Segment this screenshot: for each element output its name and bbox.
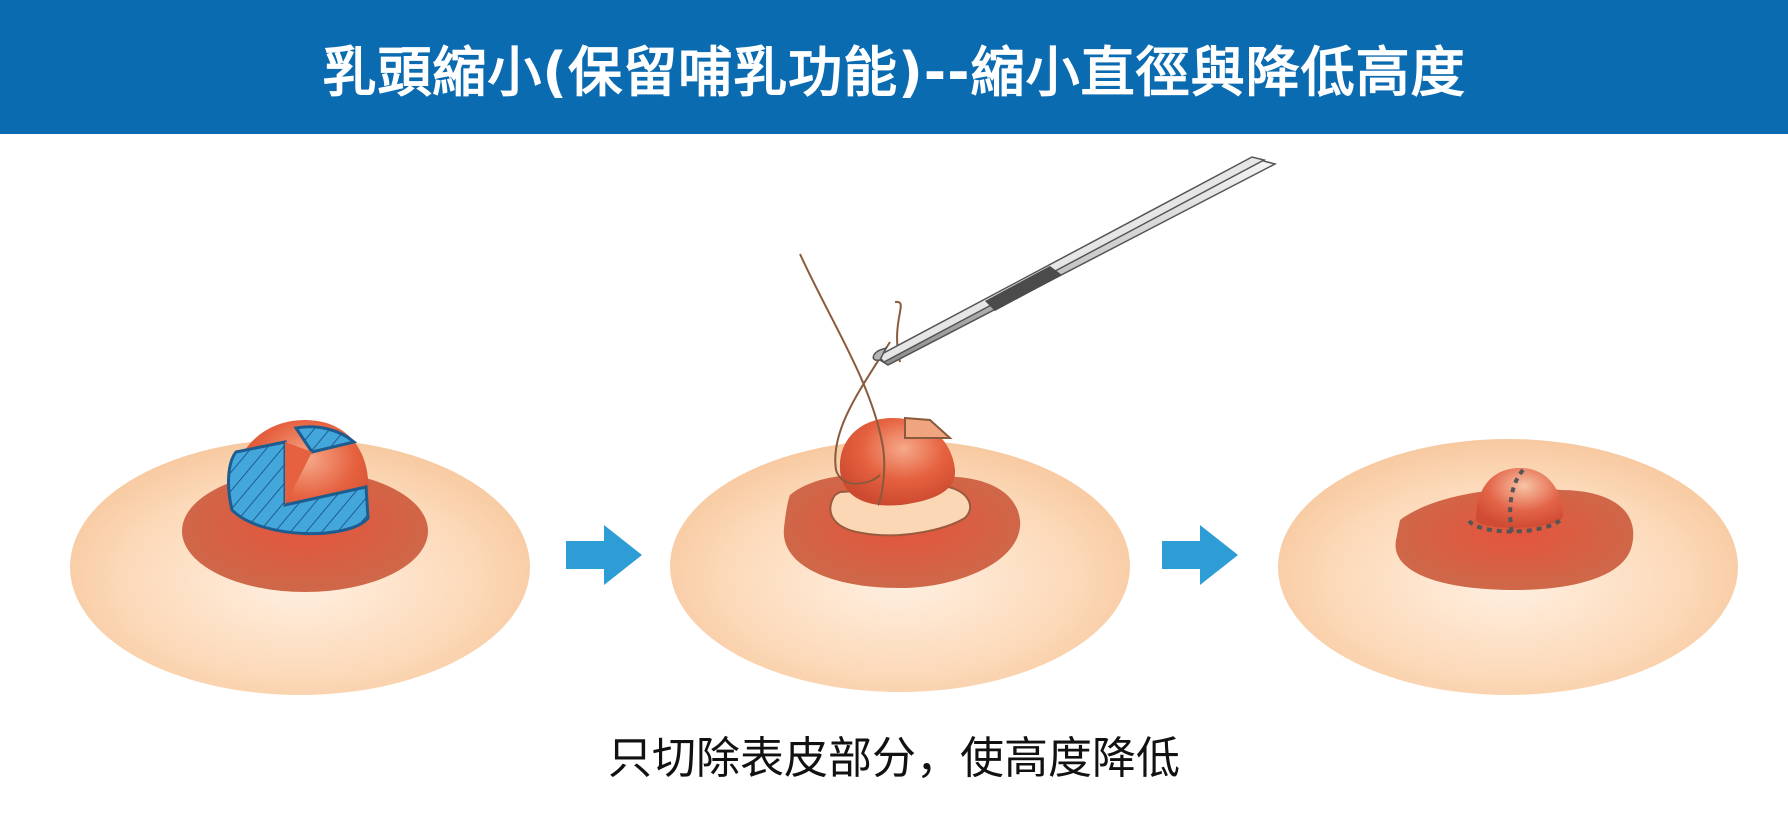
arrow-icon xyxy=(1162,525,1238,585)
page-title: 乳頭縮小(保留哺乳功能)--縮小直徑與降低高度 xyxy=(322,40,1466,104)
step-3-reduced-result xyxy=(1278,439,1738,695)
suture-line xyxy=(1467,468,1565,534)
excision-wedge-top xyxy=(293,425,358,454)
arrow-icon xyxy=(566,525,642,585)
title-banner: 乳頭縮小(保留哺乳功能)--縮小直徑與降低高度 xyxy=(0,0,1788,134)
step-2-suture-closure xyxy=(670,156,1278,692)
excision-wedge-side xyxy=(285,442,312,505)
excision-wedge-front xyxy=(227,440,370,536)
procedure-illustration xyxy=(70,156,1738,695)
step-1-mark-excision xyxy=(70,420,530,695)
areola xyxy=(1395,488,1634,590)
nipple xyxy=(839,418,956,506)
forceps-icon xyxy=(872,156,1278,366)
nipple xyxy=(1476,468,1563,528)
caption: 只切除表皮部分，使高度降低 xyxy=(608,733,1180,784)
flap xyxy=(904,416,953,439)
